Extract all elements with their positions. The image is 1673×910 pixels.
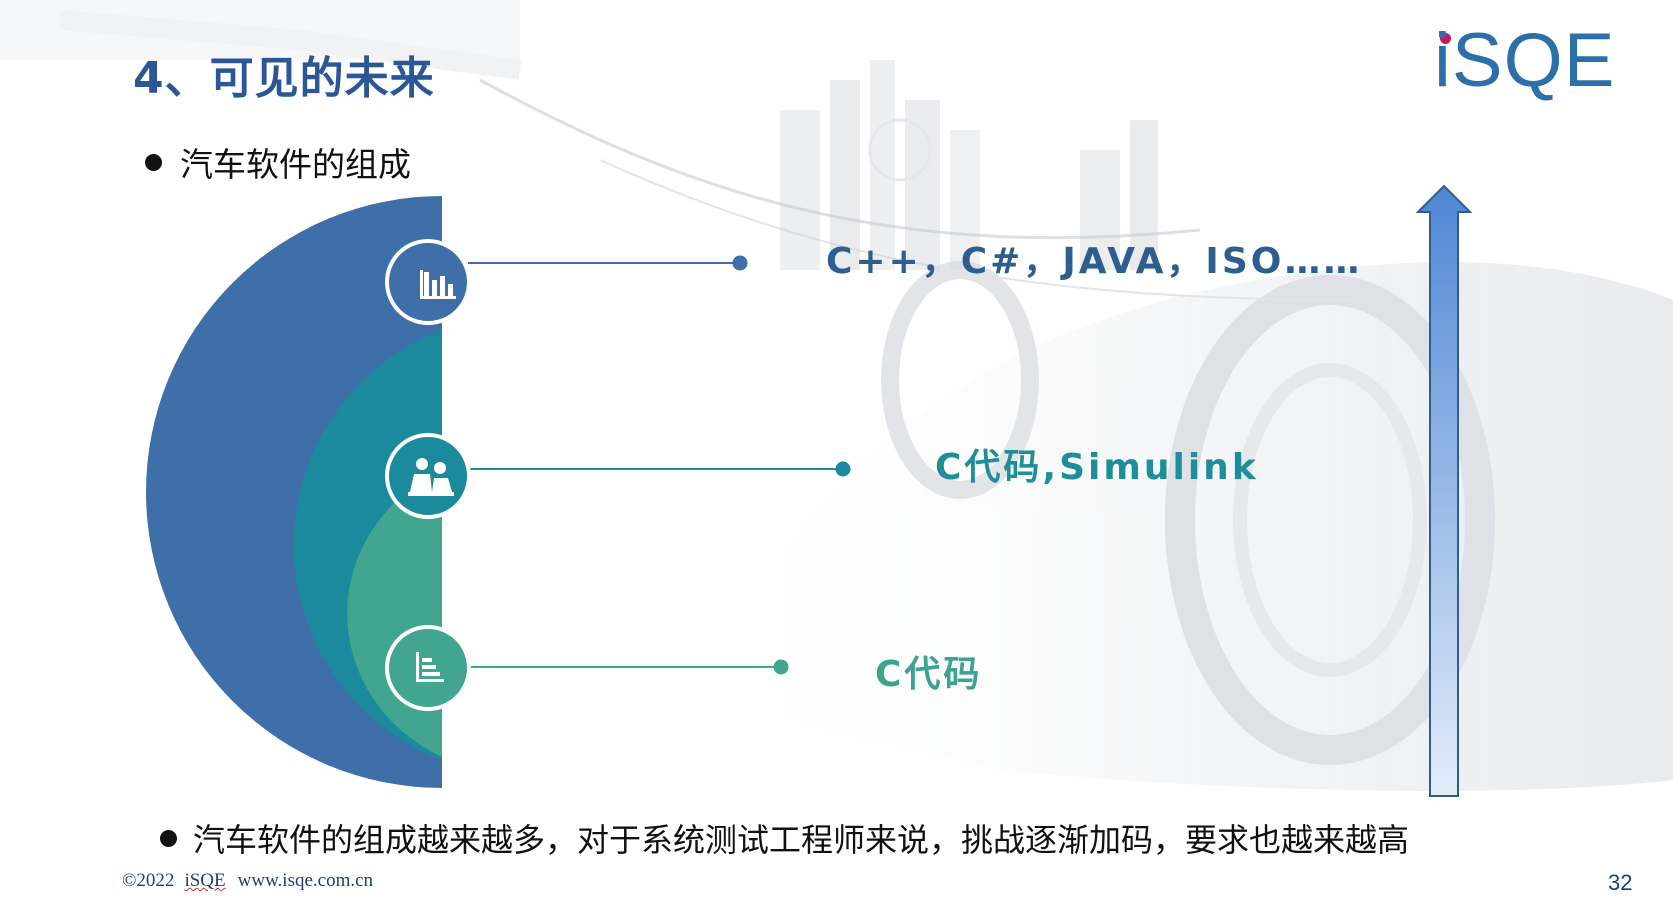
connector-dot-1: [732, 255, 748, 271]
copyright-text: ©2022: [122, 870, 175, 891]
logo-dot: [1440, 33, 1451, 44]
bullet-dot-icon: [145, 153, 162, 171]
list-chart-icon: [385, 625, 471, 711]
layer-label-simulink: C代码,Simulink: [935, 447, 1259, 488]
isqe-logo: iSQE: [1434, 18, 1616, 103]
page-title: 4、可见的未来: [133, 53, 435, 104]
footer-brand: iSQE: [184, 870, 226, 891]
page-number: 32: [1608, 870, 1633, 895]
connector-dot-2: [835, 461, 851, 477]
bullet-bottom-text: 汽车软件的组成越来越多，对于系统测试工程师来说，挑战逐渐加码，要求也越来越高: [193, 821, 1410, 859]
bullet-top-text: 汽车软件的组成: [180, 145, 411, 184]
up-arrow-icon: [1415, 184, 1473, 797]
connector-dot-3: [773, 659, 789, 675]
bar-chart-icon: [385, 239, 471, 325]
footer-url[interactable]: www.isqe.com.cn: [237, 870, 374, 891]
footer-copyright: ©2022 iSQE www.isqe.com.cn: [122, 870, 373, 892]
bullet-bottom: 汽车软件的组成越来越多，对于系统测试工程师来说，挑战逐渐加码，要求也越来越高: [160, 815, 1409, 861]
bullet-dot-icon: [160, 829, 177, 847]
layer-label-c-code: C代码: [875, 654, 983, 695]
bullet-top: 汽车软件的组成: [145, 138, 411, 186]
layer-label-high-level: C++，C#，JAVA，ISO……: [826, 241, 1363, 282]
meeting-people-icon: [385, 433, 471, 519]
